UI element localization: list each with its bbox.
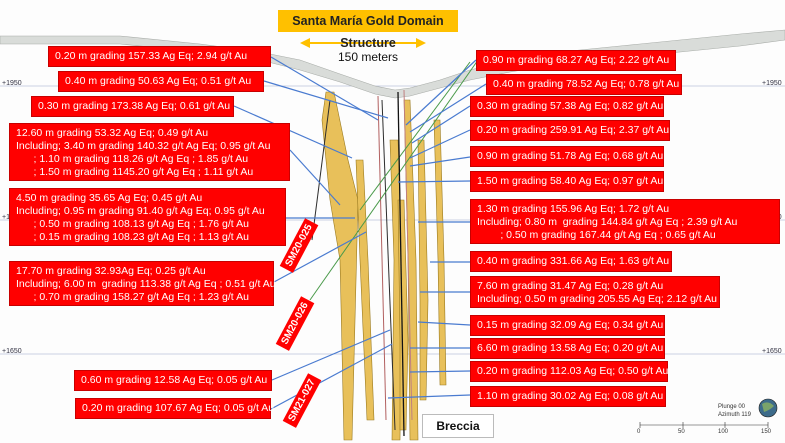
drillhole-trace-6 [359,61,471,211]
leader-left-4 [289,149,341,206]
scale-tick-0: 0 [637,429,641,435]
leader-right-3 [411,105,471,144]
scale-label: 150 meters [338,50,399,64]
intercept-label-right-5: 0.90 m grading 51.78 Ag Eq; 0.68 g/t Au [470,146,664,167]
drillhole-trace-2 [381,99,396,431]
intercept-label-left-1: 0.20 m grading 157.33 Ag Eq; 2.94 g/t Au [48,46,271,67]
leader-left-2 [263,80,389,119]
diagram-title: Santa María Gold Domain Structure [278,10,458,50]
intercept-label-left-7: 0.60 m grading 12.58 Ag Eq; 0.05 g/t Au [74,370,272,391]
vein-domain-6 [433,119,447,386]
leader-right-1 [405,59,477,126]
scale-arrow-right [416,38,426,48]
elevation-label-right-upper: +1950 [762,80,782,87]
leader-right-12 [409,370,471,373]
vein-domain-2 [355,159,375,421]
scale-arrow-left [300,38,310,48]
intercept-label-left-2: 0.40 m grading 50.63 Ag Eq; 0.51 g/t Au [58,71,264,92]
breccia-label: Breccia [422,414,494,438]
intercept-label-left-5: 4.50 m grading 35.65 Ag Eq; 0.45 g/t Au … [9,188,286,246]
intercept-label-right-9: 7.60 m grading 31.47 Ag Eq; 0.28 g/t Au … [470,276,720,308]
intercept-label-right-13: 1.10 m grading 30.02 Ag Eq; 0.08 g/t Au [470,386,666,407]
globe-land-icon [762,402,774,412]
leader-left-7 [271,329,391,381]
vein-domain-1 [321,91,359,441]
plunge-line-2: Azimuth 119 [718,412,751,418]
drillhole-trace-4 [403,89,413,421]
intercept-label-right-4: 0.20 m grading 259.91 Ag Eq; 2.37 g/t Au [470,120,670,141]
intercept-label-left-4: 12.60 m grading 53.32 Ag Eq; 0.49 g/t Au… [9,123,290,181]
intercept-label-right-2: 0.40 m grading 78.52 Ag Eq; 0.78 g/t Au [486,74,682,95]
intercept-label-right-6: 1.50 m grading 58.40 Ag Eq; 0.97 g/t Au [470,171,664,192]
leader-right-5 [409,156,471,167]
vein-domain-5 [417,139,429,401]
intercept-label-right-10: 0.15 m grading 32.09 Ag Eq; 0.34 g/t Au [470,315,665,336]
intercept-label-left-3: 0.30 m grading 173.38 Ag Eq; 0.61 g/t Au [31,96,234,117]
elevation-label-left-upper: +1950 [2,80,22,87]
drillhole-trace-1 [311,99,331,241]
scale-tick-100: 100 [718,429,729,435]
leader-left-3 [233,105,353,159]
elevation-label-left-lower: +1650 [2,348,22,355]
scale-tick-50: 50 [678,429,685,435]
leader-left-6 [273,231,367,283]
intercept-label-right-3: 0.30 m grading 57.38 Ag Eq; 0.82 g/t Au [470,96,664,117]
elevation-label-right-lower: +1650 [762,348,782,355]
intercept-label-right-12: 0.20 m grading 112.03 Ag Eq; 0.50 g/t Au [470,361,668,382]
leader-right-2 [409,83,487,133]
drillhole-trace-5 [309,59,479,301]
intercept-label-right-1: 0.90 m grading 68.27 Ag Eq; 2.22 g/t Au [476,50,676,71]
plunge-line-1: Plunge 00 [718,404,746,410]
intercept-label-left-8: 0.20 m grading 107.67 Ag Eq; 0.05 g/t Au [75,398,274,419]
drillhole-trace-7 [397,91,405,437]
leader-right-6 [397,180,471,183]
leader-left-8 [270,343,393,410]
leader-right-4 [409,129,471,159]
intercept-label-right-8: 0.40 m grading 331.66 Ag Eq; 1.63 g/t Au [470,251,672,272]
plunge-info: Plunge 00 Azimuth 119 [718,403,751,419]
leader-right-10 [417,321,471,326]
leader-right-13 [387,394,471,399]
intercept-label-left-6: 17.70 m grading 32.93Ag Eq; 0.25 g/t Au … [9,261,276,306]
intercept-label-right-7: 1.30 m grading 155.96 Ag Eq; 1.72 g/t Au… [470,199,780,244]
scale-tick-150: 150 [761,429,772,435]
drillhole-trace-3 [377,95,387,421]
intercept-label-right-11: 6.60 m grading 13.58 Ag Eq; 0.20 g/t Au [470,338,665,359]
